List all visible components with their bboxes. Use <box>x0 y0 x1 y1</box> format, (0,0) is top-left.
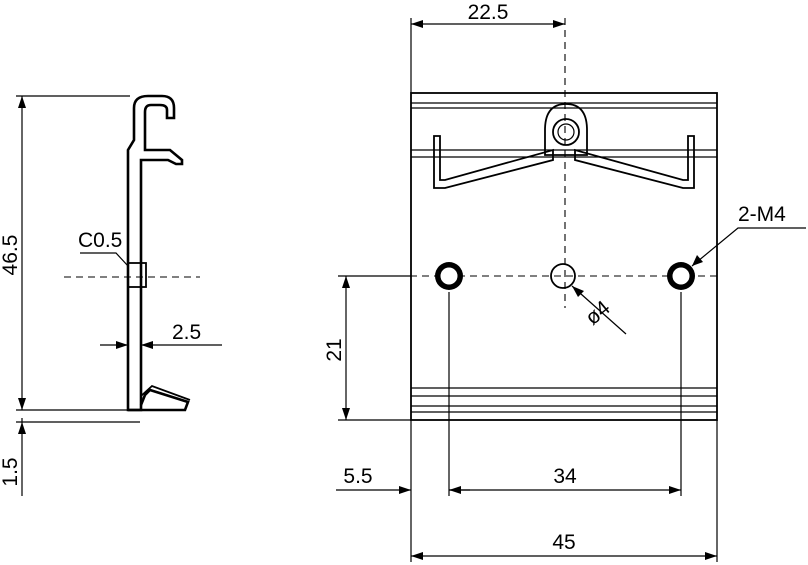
clip-hole-inner-2 <box>557 123 575 141</box>
front-plate-outline <box>410 92 718 421</box>
overall-width-arrow-right <box>705 552 717 560</box>
spring-clip-loop <box>544 103 588 156</box>
center-hole <box>550 263 576 289</box>
half-width-arrow-left <box>411 20 423 28</box>
edge-offset-label: 5.5 <box>343 465 372 488</box>
hole-height-arrow-bottom <box>342 408 350 420</box>
front-view: 22.5 2-M4 ø4 21 5.5 34 4 <box>323 1 806 562</box>
overall-width-label: 45 <box>552 531 575 554</box>
hole-height-label: 21 <box>323 338 346 361</box>
thread-callout-leader <box>691 227 806 267</box>
height-arrow-top <box>18 96 26 108</box>
hole-height-arrow-top <box>342 276 350 288</box>
chamfer-notch <box>127 262 147 288</box>
spring-clip-right <box>574 135 695 189</box>
thread-callout-arrow <box>692 255 703 266</box>
chamfer-label: C0.5 <box>78 229 122 252</box>
side-profile-outline <box>126 94 184 412</box>
m4-hole-left-inner <box>439 266 459 286</box>
clip-hole-inner <box>552 118 580 146</box>
bottom-offset-label: 1.5 <box>0 457 22 486</box>
side-profile-foot-lip <box>140 384 191 401</box>
overall-width-arrow-left <box>411 552 423 560</box>
half-width-arrow-right <box>553 20 565 28</box>
thickness-arrow-left <box>116 341 128 349</box>
side-profile-foot <box>128 388 190 412</box>
diameter-arrow <box>572 286 584 297</box>
hole-spacing-arrow-right <box>669 486 681 494</box>
bottom-arrow <box>18 422 26 434</box>
edge-offset-arrow <box>399 486 411 494</box>
thickness-label: 2.5 <box>172 321 201 344</box>
height-label: 46.5 <box>0 235 22 276</box>
thread-callout-label: 2-M4 <box>738 203 786 226</box>
spring-clip-left <box>433 135 554 189</box>
thickness-arrow-right <box>141 341 153 349</box>
m4-hole-right-inner <box>671 266 691 286</box>
half-width-label: 22.5 <box>468 1 509 24</box>
chamfer-leader <box>80 252 129 267</box>
side-profile-view: 46.5 1.5 C0.5 2.5 <box>0 94 222 496</box>
hole-spacing-label: 34 <box>553 465 577 488</box>
height-arrow-bottom <box>18 398 26 410</box>
diameter-label: ø4 <box>581 296 615 330</box>
hole-spacing-arrow-left <box>449 486 461 494</box>
